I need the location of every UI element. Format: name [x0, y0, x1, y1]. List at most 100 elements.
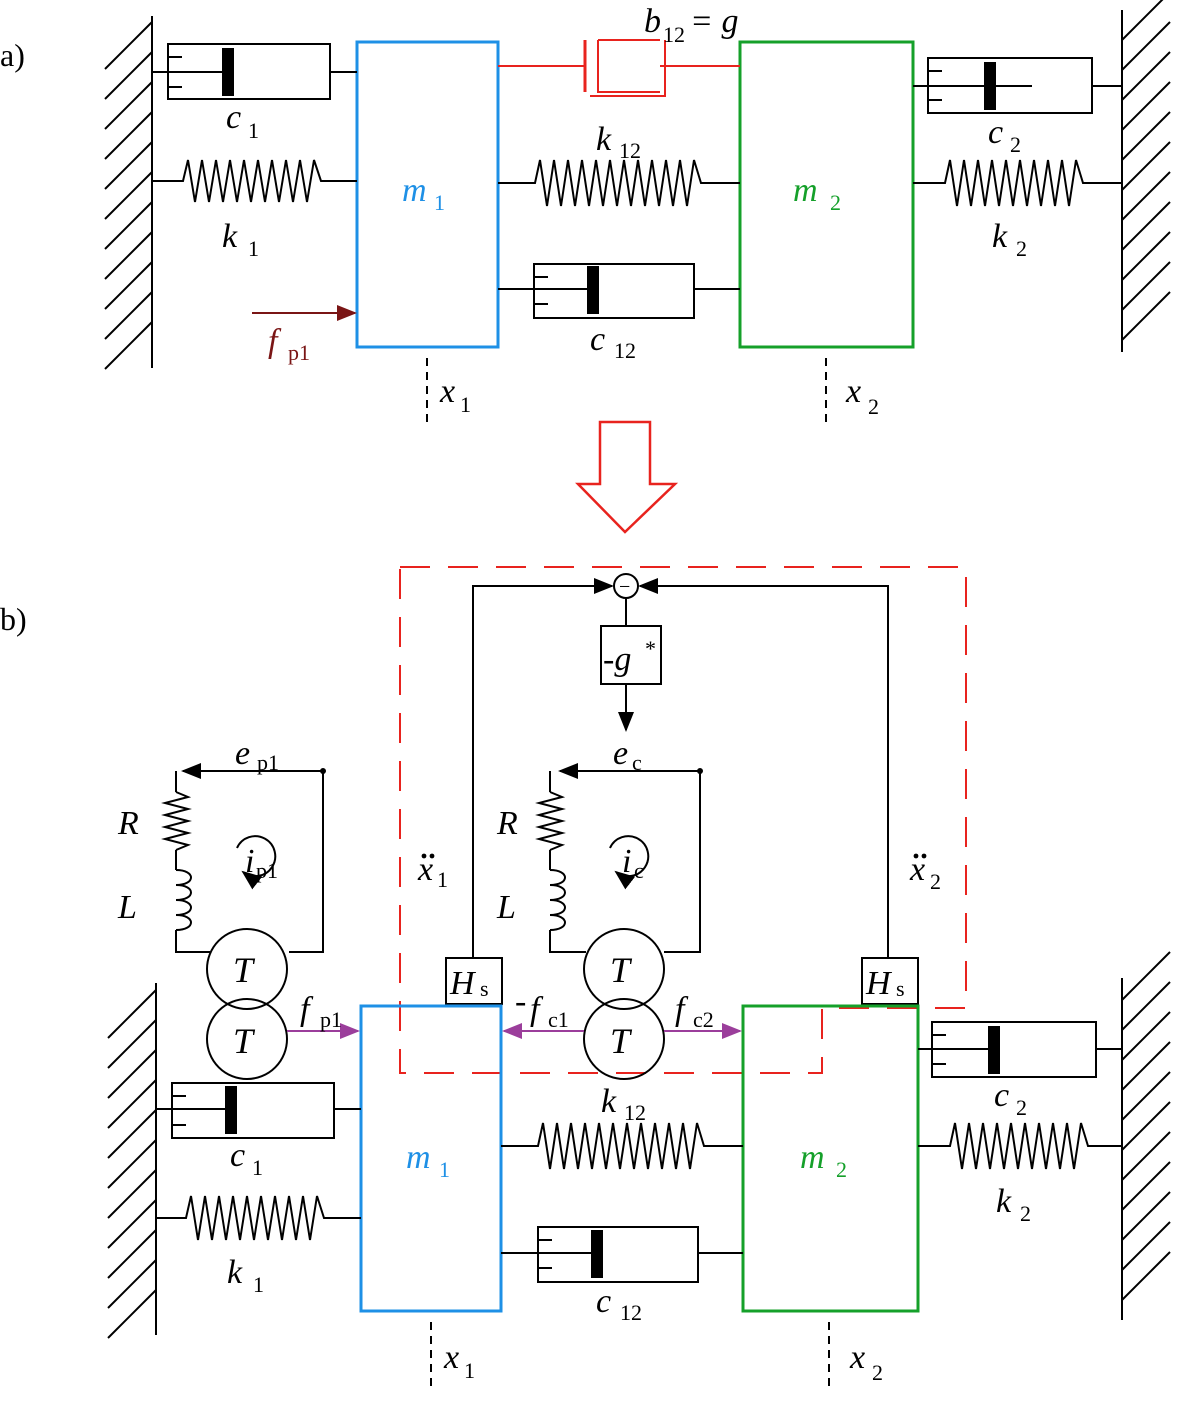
label-fp1-a-sub: p1: [288, 340, 310, 365]
label-xdd1-sub: 1: [437, 867, 448, 892]
xdd1-dot-a: [421, 853, 427, 859]
label-m2-b-sub: 2: [836, 1157, 847, 1182]
spring-k1-a: [152, 159, 357, 203]
label-k1-b: k: [227, 1254, 243, 1291]
label-b12-a-eq: = g: [690, 3, 738, 40]
label-fp1-b: f: [300, 991, 314, 1028]
label-ip1-sub: p1: [256, 858, 278, 883]
summing-sign: −: [619, 576, 630, 598]
inerter-b12-a: [498, 39, 740, 97]
label-m2-a-sub: 2: [830, 190, 841, 215]
label-m2-a: m: [793, 172, 818, 209]
feedback-x2: [638, 578, 889, 958]
controller-boundary: [399, 566, 967, 1074]
spring-k2-b: [918, 1122, 1122, 1170]
damper-c12-a: [498, 263, 740, 319]
label-xdd2: x: [909, 851, 925, 888]
label-m2-b: m: [800, 1139, 825, 1176]
label-ec-sub: c: [632, 750, 642, 775]
label-x1-b-sub: 1: [464, 1358, 475, 1383]
label-T-c-top: T: [610, 950, 633, 990]
label-b12-a-sub: 12: [663, 22, 685, 47]
left-wall-a: [104, 16, 153, 370]
label-c2-b-sub: 2: [1016, 1095, 1027, 1120]
label-fp1-b-sub: p1: [320, 1007, 342, 1032]
label-gain: -g: [603, 641, 631, 678]
mass-m1-b: [359, 1004, 503, 1313]
right-wall-b: [1121, 951, 1171, 1320]
label-T-p1-top: T: [233, 950, 256, 990]
label-k2-a-sub: 2: [1016, 236, 1027, 261]
label-x2-a: x: [845, 373, 861, 410]
label-m1-a-sub: 1: [434, 190, 445, 215]
label-k12-b-sub: 12: [624, 1100, 646, 1125]
label-m1-a: m: [402, 172, 427, 209]
left-wall-b: [107, 983, 157, 1339]
label-c2-b: c: [994, 1077, 1009, 1114]
label-ep1: e: [235, 735, 250, 772]
circuit-controller: [535, 763, 703, 953]
label-L-c: L: [496, 889, 516, 926]
feedback-x1: [472, 578, 614, 958]
label-m1-b-sub: 1: [439, 1157, 450, 1182]
label-k12-b: k: [601, 1083, 617, 1120]
spring-k1-b: [156, 1195, 361, 1241]
right-wall-a: [1121, 0, 1171, 352]
circuit-p1: [161, 763, 326, 953]
label-R-c: R: [496, 805, 518, 842]
label-ic-sub: c: [634, 858, 644, 883]
label-T-p1-bottom: T: [233, 1021, 256, 1061]
spring-k2-a: [913, 159, 1122, 207]
label-k12-a-sub: 12: [619, 138, 641, 163]
label-k1-b-sub: 1: [253, 1272, 264, 1297]
label-hs-2-sub: s: [896, 976, 905, 1001]
label-xdd1: x: [417, 851, 433, 888]
transducer-bottom-p1: [206, 998, 288, 1080]
panel-b-tag: b): [0, 601, 27, 637]
gain-block: [600, 625, 662, 685]
label-x1-b: x: [443, 1339, 459, 1376]
label-fc1-sub: c1: [548, 1007, 569, 1032]
label-L-p1: L: [117, 889, 137, 926]
transducer-bottom-c: [583, 998, 665, 1080]
xdd2-dot-b: [921, 853, 927, 859]
label-fc2: f: [675, 991, 689, 1028]
mass-m1-a: [355, 40, 500, 349]
label-fp1-a: f: [268, 323, 282, 360]
label-hs-1-sub: s: [480, 976, 489, 1001]
label-ip1: i: [245, 843, 254, 880]
label-k2-b-sub: 2: [1020, 1201, 1031, 1226]
label-xdd2-sub: 2: [930, 869, 941, 894]
transition-arrow: [575, 420, 679, 534]
label-x1-a-sub: 1: [460, 392, 471, 417]
label-ic: i: [622, 843, 631, 880]
damper-c2-a: [913, 57, 1122, 114]
label-k12-a: k: [596, 121, 612, 158]
label-hs-1: H: [449, 965, 477, 1002]
label-x2-b-sub: 2: [872, 1360, 883, 1385]
label-k1-a: k: [222, 218, 238, 255]
label-c12-b-sub: 12: [620, 1300, 642, 1325]
label-c1-b: c: [230, 1137, 245, 1174]
mass-m2-b: [741, 1004, 920, 1313]
panel-a-tag: a): [0, 37, 25, 73]
sensor-hs-1: [445, 957, 503, 1005]
label-c1-a: c: [226, 99, 241, 136]
label-c12-b: c: [596, 1283, 611, 1320]
label-gain-sup: *: [645, 636, 656, 661]
label-k2-a: k: [992, 218, 1008, 255]
label-c12-a: c: [590, 321, 605, 358]
label-k2-b: k: [996, 1183, 1012, 1220]
label-c1-a-sub: 1: [248, 118, 259, 143]
label-k1-a-sub: 1: [248, 236, 259, 261]
damper-c2-b: [918, 1021, 1122, 1078]
sensor-hs-2: [861, 957, 919, 1005]
spring-k12-a: [498, 159, 740, 207]
label-c12-a-sub: 12: [614, 338, 636, 363]
label-m1-b: m: [406, 1139, 431, 1176]
damper-c12-b: [501, 1226, 743, 1283]
damper-c1-b: [156, 1082, 361, 1139]
label-R-p1: R: [117, 805, 139, 842]
label-ep1-sub: p1: [257, 750, 279, 775]
